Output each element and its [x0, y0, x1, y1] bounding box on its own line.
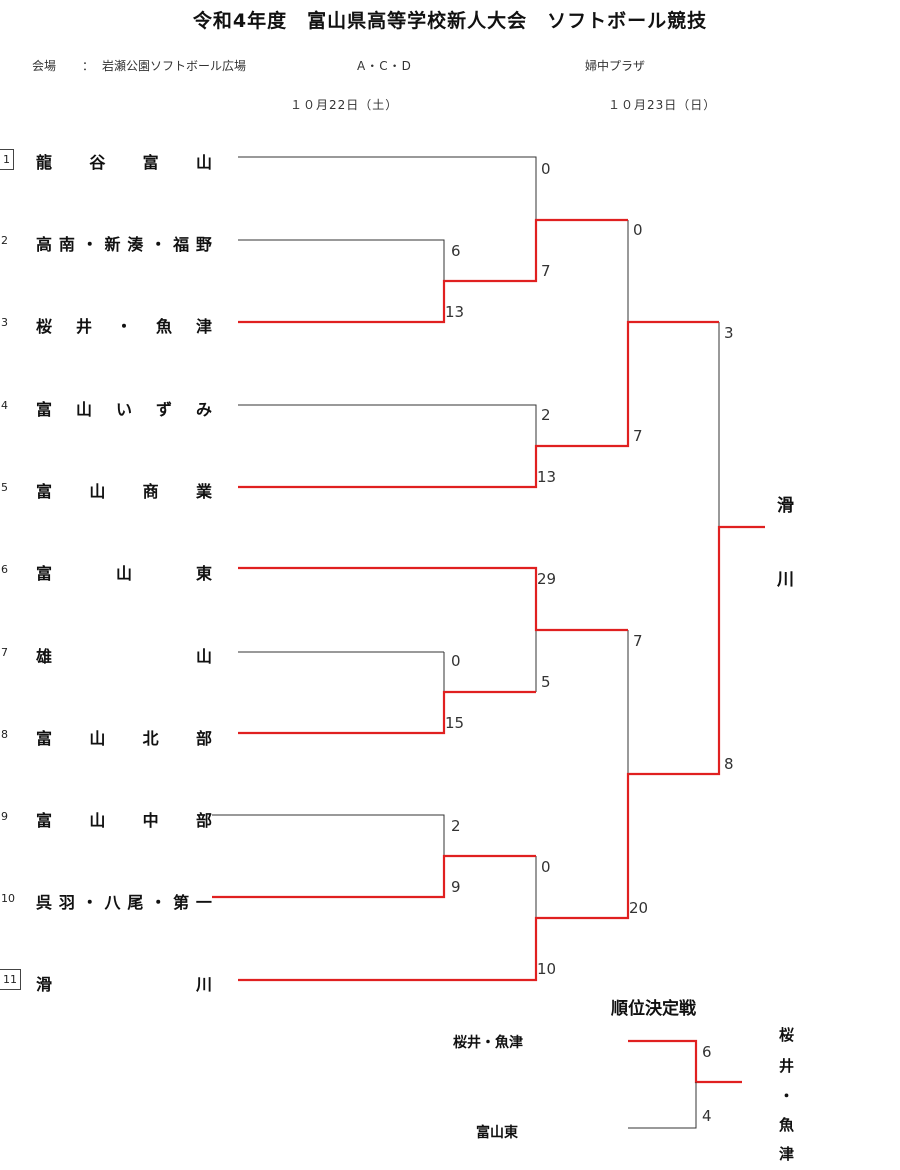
- team-name: 雄山: [36, 647, 212, 666]
- score-label: 13: [445, 303, 465, 321]
- seed-number: 2: [1, 234, 8, 247]
- winner-line: [238, 320, 719, 489]
- score-label: 0: [451, 652, 461, 670]
- winner-line: [238, 566, 628, 632]
- team-name: 富山商業: [36, 482, 212, 501]
- score-label: 0: [541, 858, 551, 876]
- venue-primary-name: 岩瀬公園ソフトボール広場: [102, 59, 247, 73]
- seed-number: 8: [1, 728, 8, 741]
- champion-char: 川: [777, 570, 794, 590]
- venue-separator: ：: [82, 59, 95, 73]
- score-label: 6: [702, 1043, 712, 1061]
- score-label: 13: [537, 468, 557, 486]
- seed-number: 10: [1, 892, 15, 905]
- score-label: 20: [629, 899, 649, 917]
- score-label: 15: [445, 714, 465, 732]
- venue-secondary-name: 婦中プラザ: [585, 59, 646, 73]
- seed-number: 11: [0, 969, 21, 990]
- score-label: 2: [451, 817, 461, 835]
- placement-winner-char: 桜: [779, 1026, 795, 1044]
- bracket-line: [628, 1082, 697, 1129]
- team-name: 富山東: [36, 564, 212, 583]
- score-label: 9: [451, 878, 461, 896]
- bracket-line: [212, 814, 445, 856]
- winner-line: [238, 525, 765, 982]
- winner-line: [238, 690, 536, 735]
- placement-team-a: 桜井・魚津: [453, 1035, 523, 1051]
- placement-winner-char: ・: [779, 1087, 795, 1105]
- score-label: 3: [724, 324, 734, 342]
- score-label: 8: [724, 755, 734, 773]
- team-name: 龍谷富山: [36, 153, 212, 172]
- score-label: 4: [702, 1107, 712, 1125]
- score-label: 7: [633, 632, 643, 650]
- seed-number: 3: [1, 316, 8, 329]
- winner-line: [628, 1039, 742, 1084]
- date-day1: １０月22日（土）: [290, 98, 399, 112]
- team-name: 富山北部: [36, 729, 212, 748]
- placement-team-b: 富山東: [476, 1125, 518, 1141]
- team-name: 富山いずみ: [36, 400, 212, 419]
- team-name: 高南・新湊・福野: [36, 235, 212, 254]
- score-label: 5: [541, 673, 551, 691]
- score-label: 29: [537, 570, 557, 588]
- venue-primary-fields: A・C・D: [357, 59, 412, 73]
- placement-title: 順位決定戦: [611, 999, 696, 1019]
- venue-label: 会場: [32, 59, 57, 73]
- team-name: 滑川: [36, 975, 212, 994]
- team-name: 呉羽・八尾・第一: [36, 893, 212, 912]
- bracket-line: [238, 156, 537, 220]
- team-name: 富山中部: [36, 811, 212, 830]
- score-label: 7: [541, 262, 551, 280]
- seed-number: 5: [1, 481, 8, 494]
- score-label: 0: [633, 221, 643, 239]
- page-title: 令和4年度 富山県高等学校新人大会 ソフトボール競技: [192, 10, 708, 32]
- score-label: 7: [633, 427, 643, 445]
- winner-line: [238, 218, 628, 324]
- date-day2: １０月23日（日）: [608, 98, 717, 112]
- bracket-line: [238, 239, 445, 281]
- score-label: 2: [541, 406, 551, 424]
- score-label: 10: [537, 960, 557, 978]
- seed-number: 9: [1, 810, 8, 823]
- bracket-line: [238, 404, 537, 446]
- placement-winner-char: 津: [779, 1145, 795, 1163]
- placement-winner-char: 井: [779, 1057, 795, 1075]
- champion-char: 滑: [777, 496, 794, 516]
- seed-number: 6: [1, 563, 8, 576]
- placement-winner-char: 魚: [779, 1116, 795, 1134]
- seed-number: 4: [1, 399, 8, 412]
- team-name: 桜井・魚津: [36, 317, 212, 336]
- score-label: 6: [451, 242, 461, 260]
- seed-number: 7: [1, 646, 8, 659]
- seed-number: 1: [0, 149, 14, 170]
- score-label: 0: [541, 160, 551, 178]
- winner-line: [212, 854, 536, 899]
